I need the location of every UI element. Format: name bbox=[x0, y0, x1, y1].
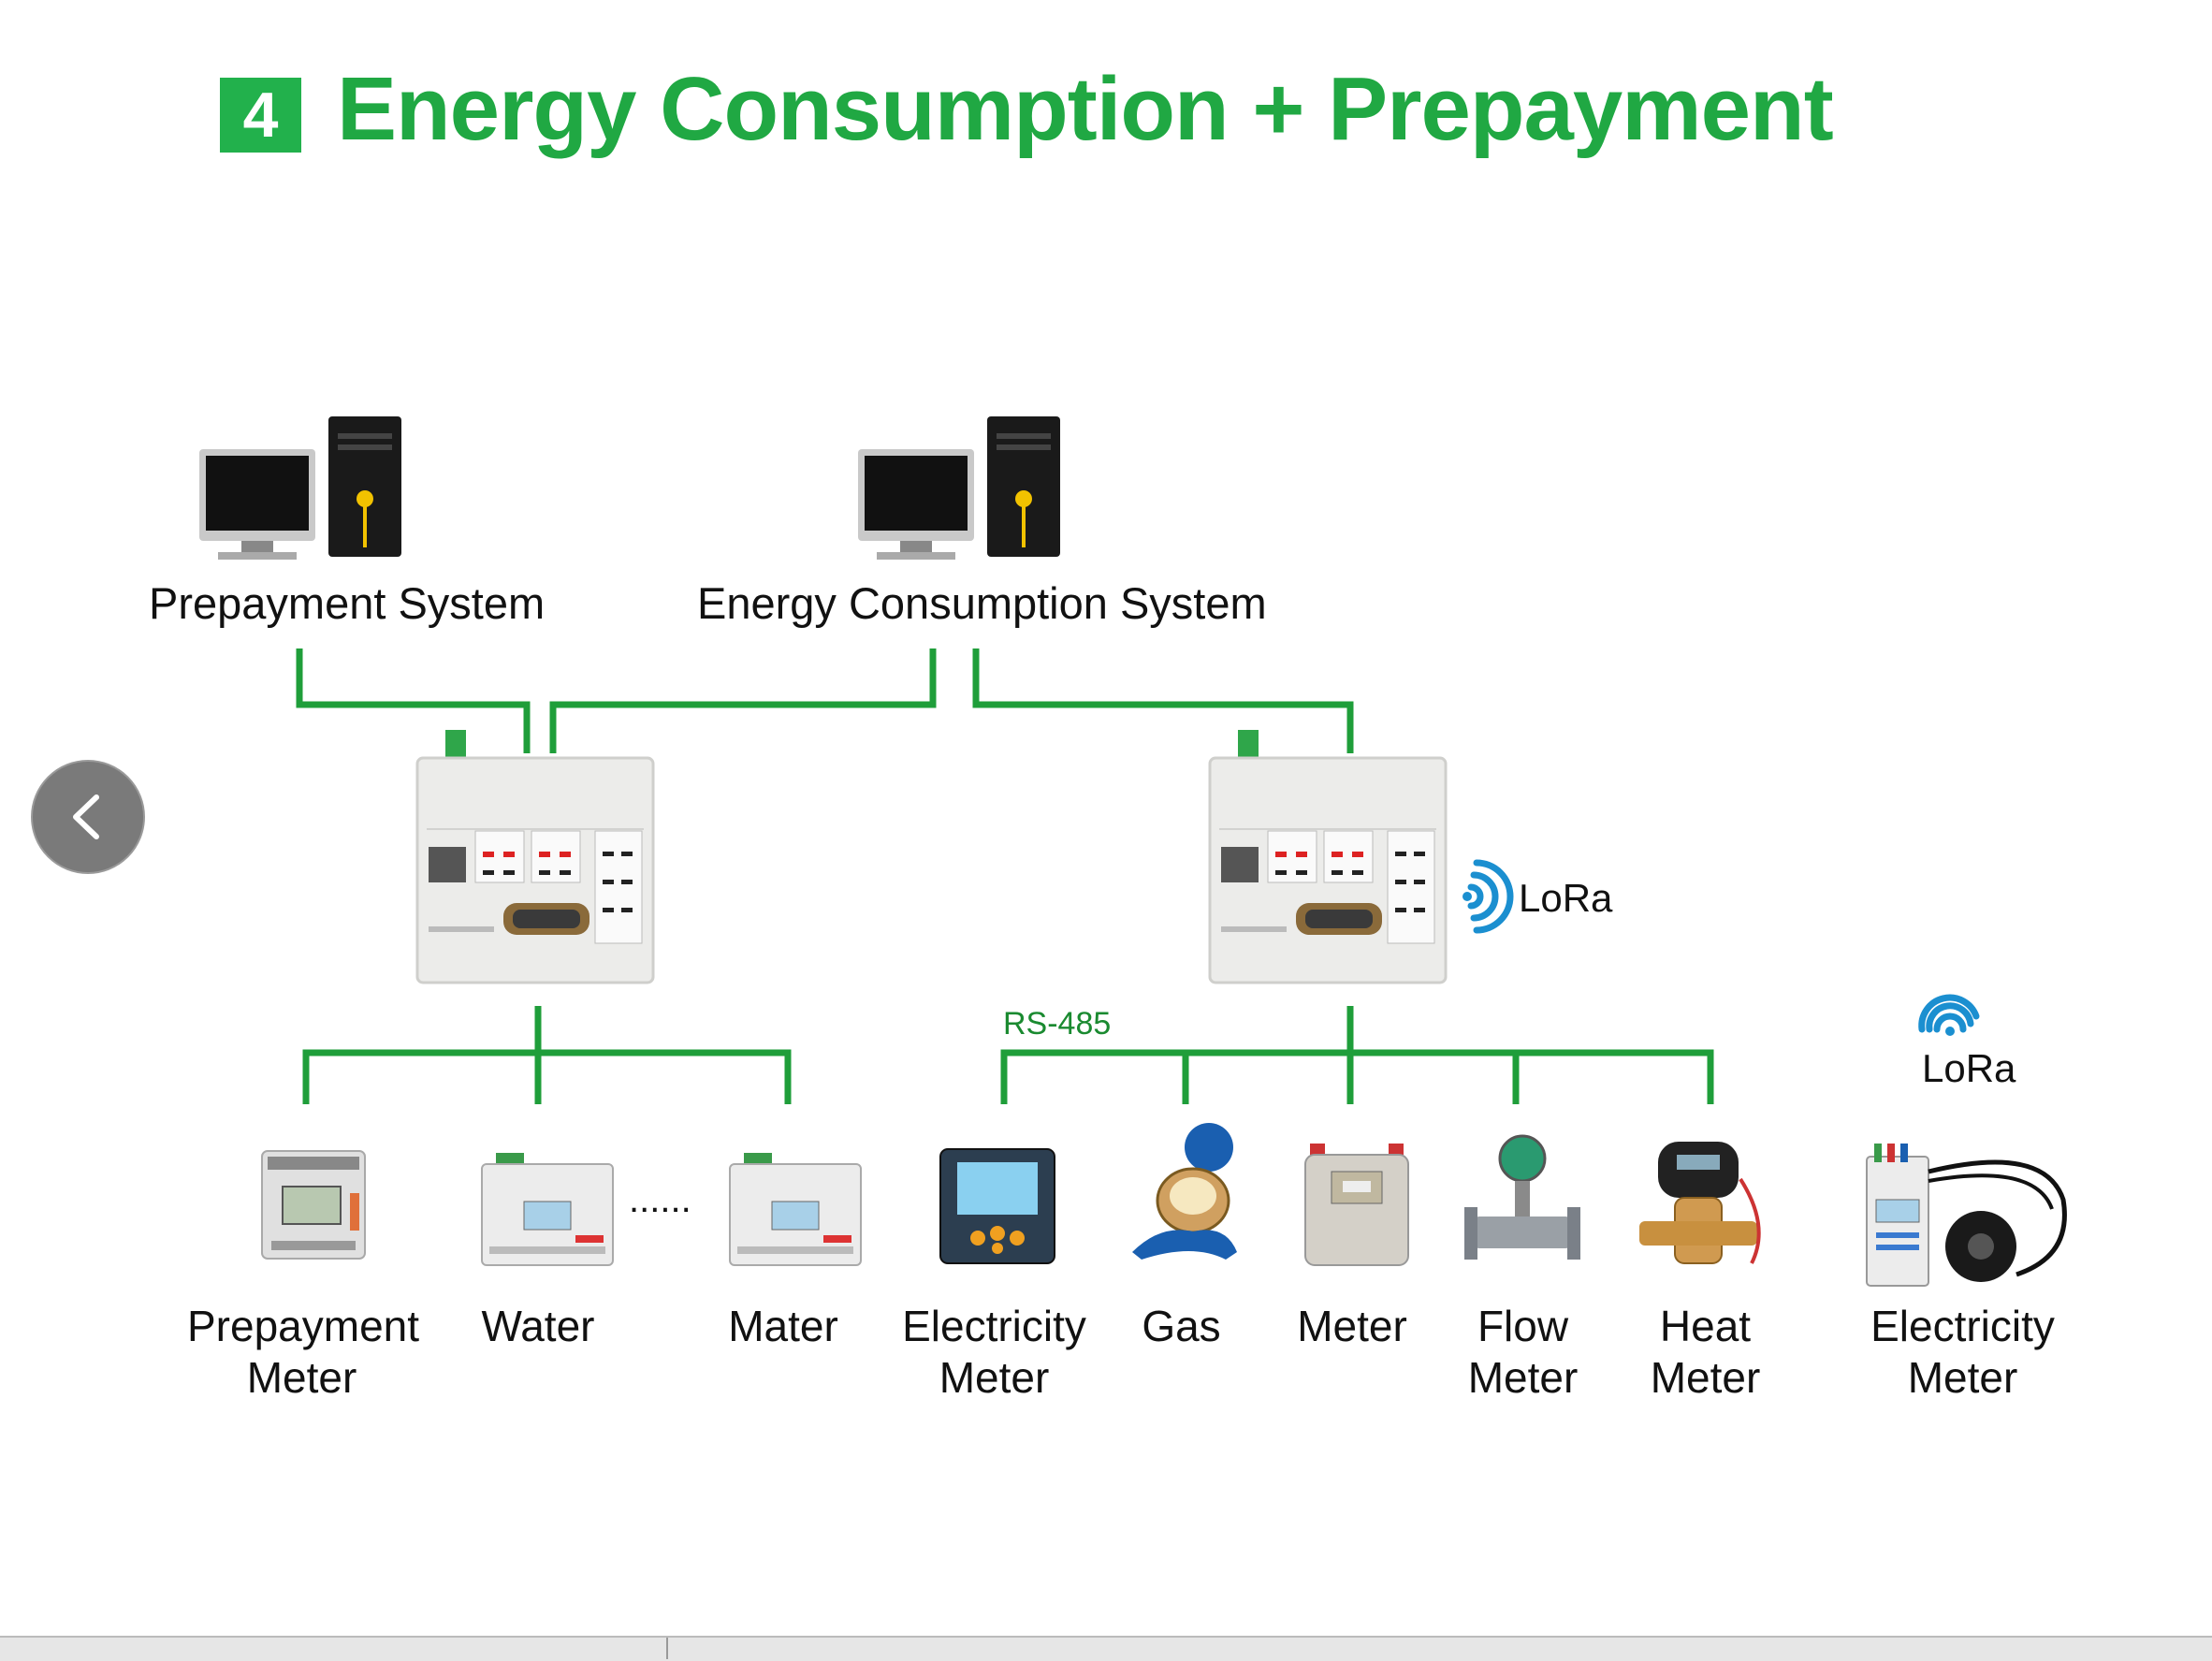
ellipsis: ...... bbox=[629, 1179, 691, 1220]
water-meter-icon bbox=[1132, 1123, 1237, 1260]
wifi-signal-icon bbox=[1463, 859, 1514, 934]
back-button[interactable] bbox=[31, 760, 145, 874]
title-badge: 4 bbox=[220, 78, 301, 153]
rail-meter-icon bbox=[729, 1153, 862, 1266]
meter-label-water: Water bbox=[481, 1302, 595, 1350]
page-title: Energy Consumption + Prepayment bbox=[337, 59, 1834, 159]
energy-system-label: Energy Consumption System bbox=[697, 578, 1267, 628]
panel-meter-icon bbox=[939, 1148, 1055, 1264]
gas-meter-icon bbox=[1304, 1144, 1409, 1266]
chevron-left-icon bbox=[73, 794, 99, 839]
bus1-line bbox=[302, 1049, 792, 1104]
line-energy-gateway2 bbox=[972, 648, 1354, 753]
bus2-line bbox=[1000, 1049, 1714, 1104]
meter-label-mater: Mater bbox=[728, 1302, 838, 1350]
flow-meter-icon bbox=[1464, 1134, 1580, 1260]
meter-label-gas: Gas bbox=[1142, 1302, 1221, 1350]
line-prepay-gateway1 bbox=[296, 648, 531, 753]
meter-label-meter: Meter bbox=[1297, 1302, 1407, 1350]
bottom-bar bbox=[0, 1636, 2212, 1661]
line-energy-gateway1 bbox=[549, 648, 937, 753]
computer-icon bbox=[858, 416, 1060, 560]
rail-meter-icon bbox=[481, 1153, 614, 1266]
gateway-lora-label: LoRa bbox=[1519, 876, 1613, 920]
rs485-label: RS-485 bbox=[1003, 1006, 1112, 1042]
prepayment-meter-icon bbox=[261, 1150, 366, 1260]
gateway-device-icon bbox=[415, 730, 655, 984]
meter-lora-label: LoRa bbox=[1922, 1046, 2016, 1090]
lora-electricity-meter-icon bbox=[1866, 1144, 2067, 1287]
gateway-device-icon bbox=[1208, 730, 1448, 984]
bottom-divider bbox=[666, 1638, 668, 1659]
heat-meter-icon bbox=[1639, 1142, 1761, 1264]
connection-lines bbox=[296, 648, 1714, 1104]
prepayment-system-label: Prepayment System bbox=[149, 578, 546, 628]
computer-icon bbox=[199, 416, 401, 560]
wifi-signal-icon bbox=[1918, 994, 1980, 1036]
